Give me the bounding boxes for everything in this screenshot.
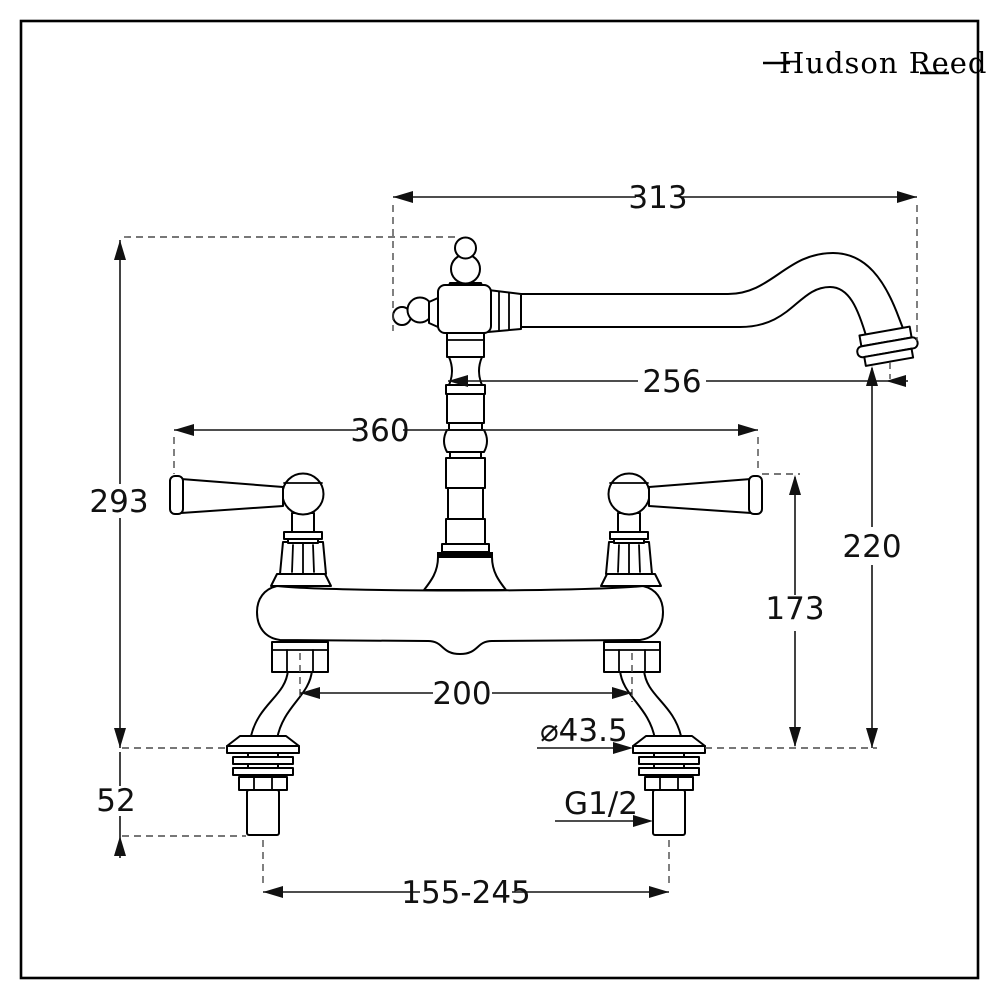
right-pillar-assembly bbox=[600, 472, 763, 836]
faucet-body bbox=[169, 236, 919, 836]
dim-155-245-label: 155-245 bbox=[401, 875, 531, 911]
dimension-155-245: 155-245 bbox=[262, 840, 670, 911]
dimension-360: 360 bbox=[173, 413, 759, 474]
center-column bbox=[423, 332, 507, 591]
dim-313-label: 313 bbox=[628, 180, 687, 216]
page-border bbox=[19, 19, 980, 980]
dimension-173: 173 bbox=[762, 473, 825, 747]
bridge-body bbox=[256, 585, 664, 655]
dimension-52: 52 bbox=[96, 752, 246, 858]
dim-220-label: 220 bbox=[842, 529, 901, 565]
dim-256-label: 256 bbox=[642, 364, 701, 400]
dimension-313: 313 bbox=[392, 180, 918, 341]
dimension-293: 293 bbox=[89, 236, 458, 748]
dim-360-label: 360 bbox=[350, 413, 409, 449]
dim-52-label: 52 bbox=[96, 783, 135, 819]
spout-left-knob bbox=[392, 296, 439, 328]
body-block-finial bbox=[437, 236, 492, 334]
dim-thread-label: G1/2 bbox=[564, 786, 638, 822]
dim-200-label: 200 bbox=[432, 676, 491, 712]
dimension-diameter: ⌀43.5 bbox=[537, 713, 633, 754]
spout bbox=[518, 252, 905, 340]
dimension-200: 200 bbox=[299, 653, 633, 712]
dim-293-label: 293 bbox=[89, 484, 148, 520]
spout-collar bbox=[487, 289, 522, 333]
left-pillar-assembly bbox=[169, 472, 332, 836]
dimension-220: 220 bbox=[842, 366, 902, 748]
logo-text: Hudson Reed bbox=[779, 46, 988, 80]
dim-173-label: 173 bbox=[765, 591, 824, 627]
brand-logo: Hudson Reed bbox=[763, 46, 988, 80]
dimension-256: 256 bbox=[448, 362, 908, 400]
column-dark-band bbox=[437, 552, 493, 557]
spout-aerator bbox=[856, 325, 919, 367]
dimension-thread: G1/2 bbox=[555, 786, 653, 827]
